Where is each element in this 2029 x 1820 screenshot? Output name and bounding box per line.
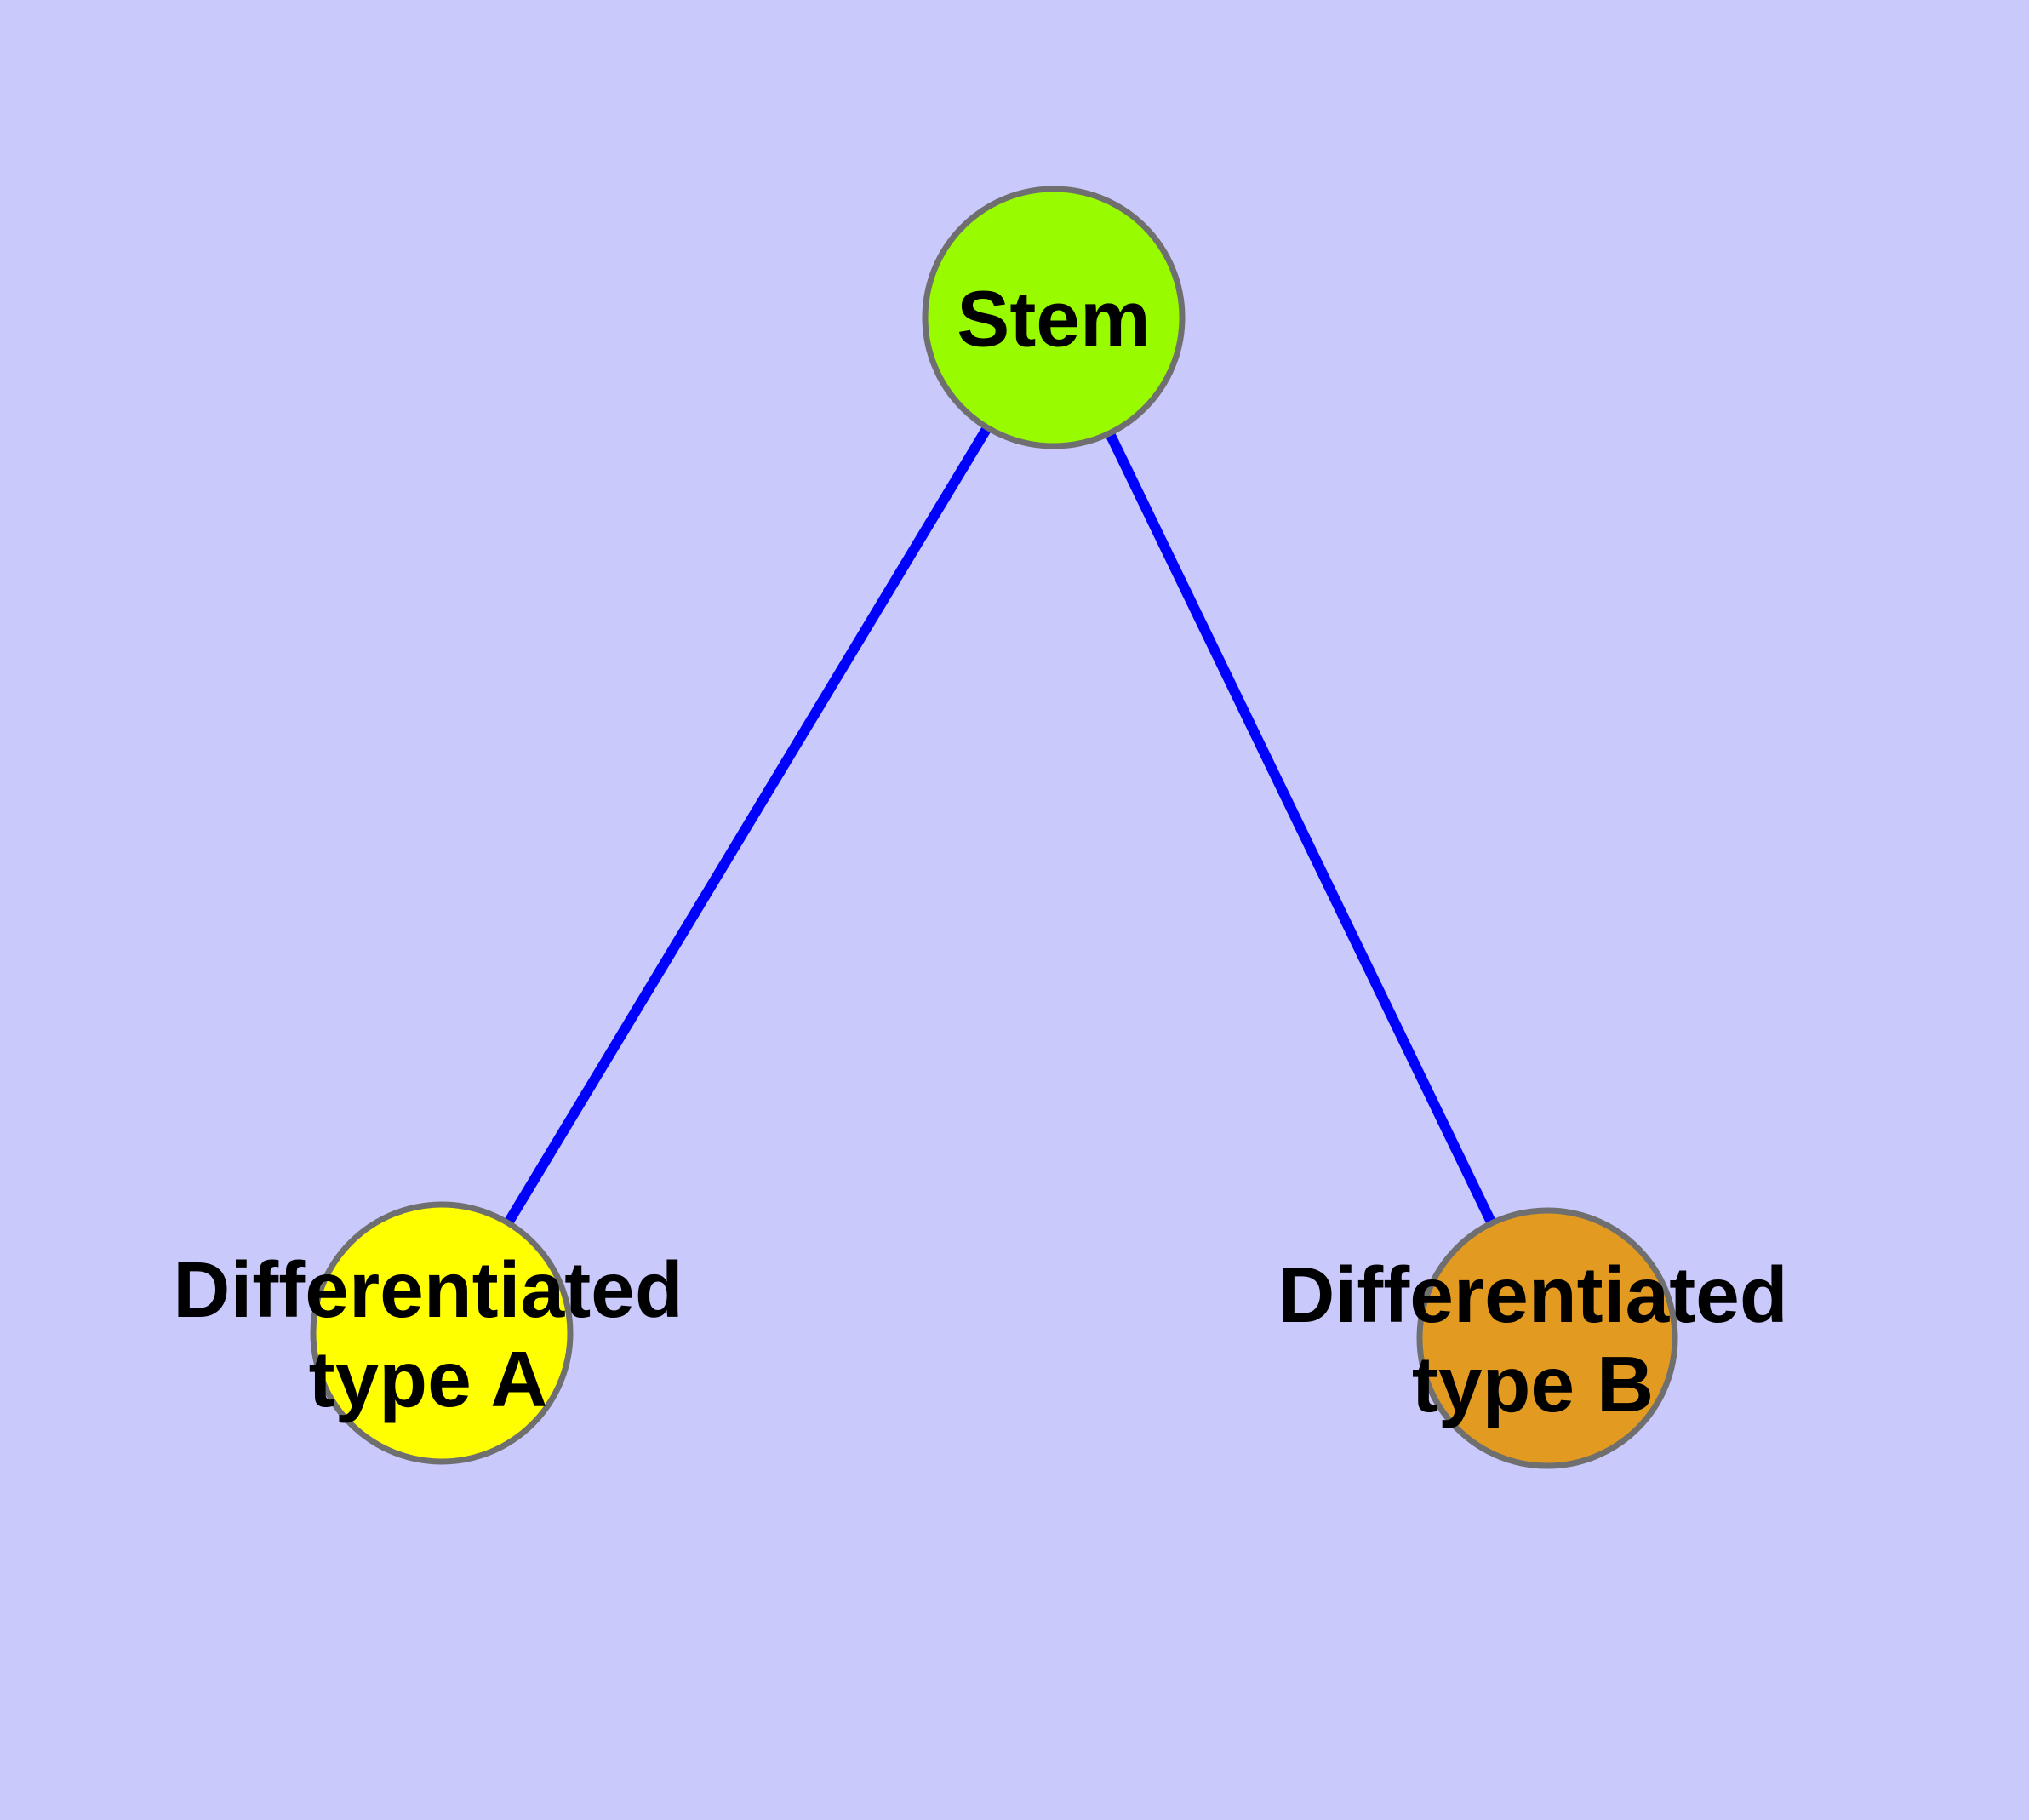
edge-stem-to-type-b xyxy=(1049,315,1552,1341)
node-differentiated-type-b[interactable] xyxy=(1416,1207,1678,1469)
edge-group xyxy=(437,314,1552,1341)
node-differentiated-type-a[interactable] xyxy=(310,1201,574,1465)
node-stem[interactable] xyxy=(922,186,1186,449)
edge-stem-to-type-a xyxy=(437,314,1059,1336)
node-group xyxy=(310,186,1678,1469)
